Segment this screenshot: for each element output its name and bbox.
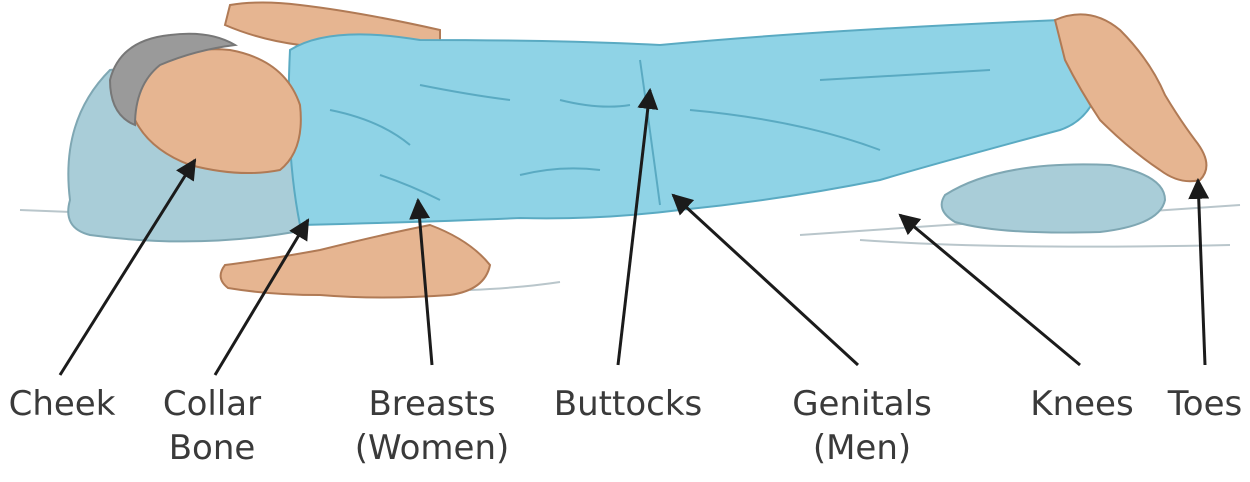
label-collar-bone: Collar Bone: [163, 382, 261, 470]
label-cheek: Cheek: [9, 382, 116, 426]
arrow-genitals: [673, 195, 858, 365]
knee-pillow: [942, 164, 1165, 232]
label-knees-text: Knees: [1030, 382, 1133, 426]
label-genitals-line1: Genitals: [792, 382, 932, 426]
label-collar-line2: Bone: [163, 426, 261, 470]
label-toes-text: Toes: [1168, 382, 1242, 426]
arrow-knees: [900, 215, 1080, 365]
label-buttocks-text: Buttocks: [554, 382, 702, 426]
arrow-collar-bone: [215, 220, 308, 375]
label-breasts-line1: Breasts: [355, 382, 510, 426]
label-breasts-line2: (Women): [355, 426, 510, 470]
label-toes: Toes: [1168, 382, 1242, 426]
label-genitals-line2: (Men): [792, 426, 932, 470]
label-buttocks: Buttocks: [554, 382, 702, 426]
label-collar-line1: Collar: [163, 382, 261, 426]
label-knees: Knees: [1030, 382, 1133, 426]
label-genitals: Genitals (Men): [792, 382, 932, 470]
label-breasts: Breasts (Women): [355, 382, 510, 470]
label-cheek-text: Cheek: [9, 382, 116, 426]
